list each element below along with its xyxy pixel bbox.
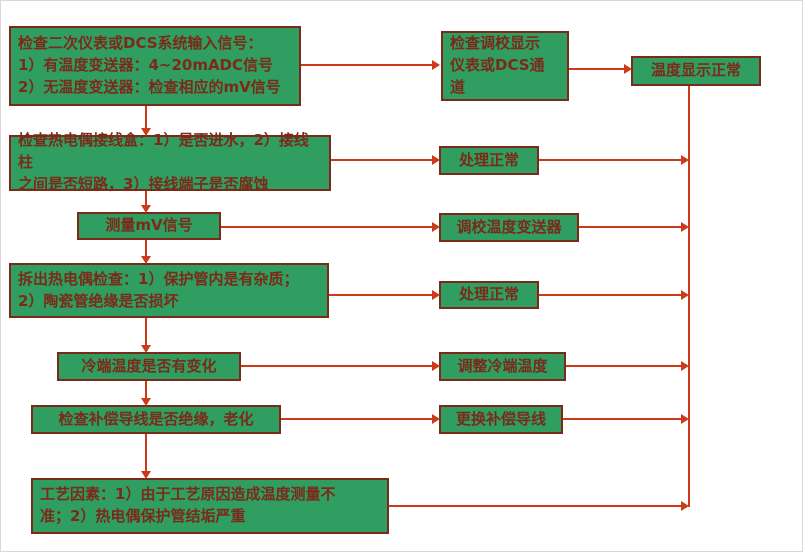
arrow-process-to-result (389, 501, 689, 511)
arrow-terminalbox-to-handle1 (331, 155, 440, 165)
arrow-adjust-to-result (566, 361, 689, 371)
node-check-input-signal: 检查二次仪表或DCS系统输入信号： 1）有温度变送器：4~20mADC信号 2）… (9, 26, 301, 106)
line-result-vertical (688, 86, 690, 507)
arrow-replace-to-result (563, 414, 689, 424)
node-handle-normal-1: 处理正常 (439, 146, 539, 175)
node-adjust-cold-junction: 调整冷端温度 (439, 352, 566, 381)
arrow-handle1-to-result (539, 155, 689, 165)
arrow-calibrate-to-result (579, 222, 689, 232)
node-check-terminal-box: 检查热电偶接线盒：1）是否进水，2）接线柱 之间是否短路，3）接线端子是否腐蚀 (9, 131, 331, 193)
arrow-display-to-normal (569, 64, 632, 74)
arrow-down-6 (141, 434, 151, 479)
arrow-thermocouple-to-handle2 (329, 290, 440, 300)
arrow-down-5 (141, 381, 151, 406)
node-temp-display-normal: 温度显示正常 (631, 56, 761, 86)
node-check-compensation-wire: 检查补偿导线是否绝缘，老化 (31, 405, 281, 434)
node-process-factors: 工艺因素：1）由于工艺原因造成温度测量不 准；2）热电偶保护管结垢严重 (31, 478, 389, 534)
arrow-down-3 (141, 240, 151, 264)
arrow-down-2 (141, 191, 151, 213)
node-inspect-thermocouple: 拆出热电偶检查：1）保护管内是有杂质； 2）陶瓷管绝缘是否损坏 (9, 263, 329, 318)
node-check-display-channel: 检查调校显示 仪表或DCS通 道 (441, 31, 569, 101)
node-handle-normal-2: 处理正常 (439, 281, 539, 309)
arrow-down-4 (141, 318, 151, 353)
arrow-coldend-to-adjust (241, 361, 440, 371)
arrow-input-to-display (301, 60, 440, 70)
node-calibrate-transmitter: 调校温度变送器 (439, 213, 579, 242)
node-measure-mv-signal: 测量mV信号 (77, 212, 221, 240)
node-cold-junction-change: 冷端温度是否有变化 (57, 352, 241, 381)
arrow-handle2-to-result (539, 290, 689, 300)
arrow-compwire-to-replace (281, 414, 440, 424)
arrow-mv-to-calibrate (221, 222, 440, 232)
arrow-down-1 (141, 106, 151, 136)
node-replace-compensation-wire: 更换补偿导线 (439, 405, 563, 434)
